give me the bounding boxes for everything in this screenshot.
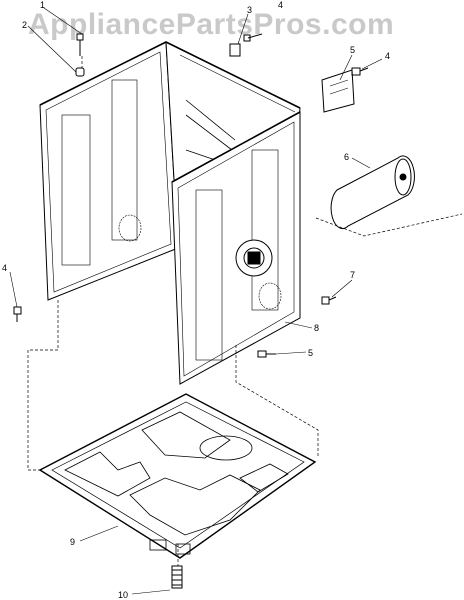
callout-8: 8: [314, 323, 319, 333]
screw-part-4-left: [13, 306, 22, 322]
callout-5-top: 5: [350, 45, 355, 55]
screw-part-5-bottom: [257, 350, 276, 358]
leader-lines: [9, 7, 383, 595]
callout-4-right: 4: [385, 51, 390, 61]
callout-3: 3: [247, 5, 252, 15]
callout-4-top: 4: [278, 0, 283, 10]
callout-9: 9: [70, 537, 75, 547]
callout-labels: 1 2 3 4 5 4 6 7 8 5 4 9 10: [2, 0, 390, 600]
assembly-lines: [27, 56, 463, 566]
callout-6: 6: [344, 152, 349, 162]
callout-1: 1: [40, 0, 45, 10]
cylinder-part-6: [330, 155, 415, 230]
callout-7: 7: [350, 270, 355, 280]
bracket-part-3: [229, 43, 241, 57]
clip-part-2: [75, 67, 85, 77]
bracket-part-5: [321, 69, 355, 113]
left-side-panel: [39, 41, 179, 301]
screw-part-4-right: [351, 67, 369, 76]
callout-10: 10: [118, 590, 128, 600]
screw-part-7: [321, 296, 337, 305]
right-side-panel: [171, 111, 301, 385]
screw-part-3: [243, 33, 263, 42]
base-part-9: [38, 393, 317, 559]
callout-5-bottom: 5: [308, 348, 313, 358]
screw-part-1: [76, 33, 84, 56]
callout-4-left: 4: [2, 263, 7, 273]
leveling-leg-part-10: [171, 565, 183, 589]
callout-2: 2: [22, 20, 27, 30]
watermark-text: AppliancePartsPros.com: [28, 8, 395, 41]
